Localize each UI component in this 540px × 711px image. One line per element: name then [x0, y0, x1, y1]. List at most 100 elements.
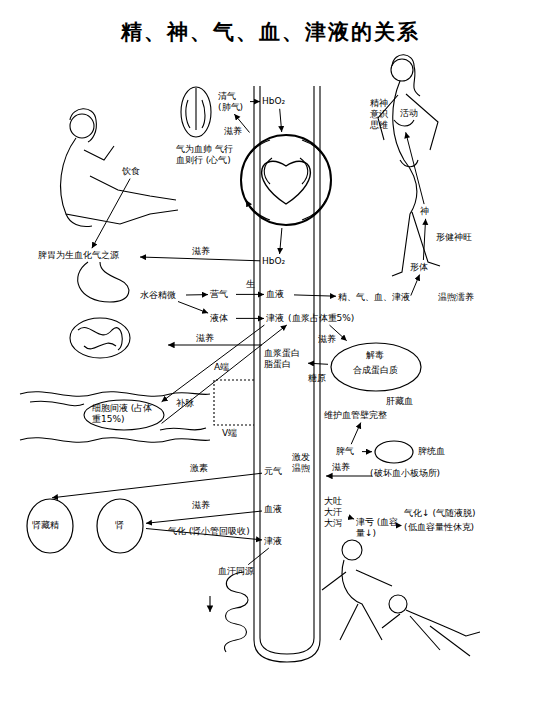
connector-arrow [162, 325, 265, 402]
node-text: 解毒 [366, 350, 384, 361]
node-outline-shape [27, 499, 73, 553]
node-text: 活动 [400, 108, 418, 119]
illustration-stroke [264, 158, 308, 184]
illustration-stroke [382, 610, 480, 656]
connector-arrow [308, 363, 328, 364]
illustration-stroke [168, 344, 262, 345]
node-text: 清气 (肺气) [218, 91, 248, 113]
text-node: 形体 [410, 262, 436, 273]
node-text: 精、气、血、津液 [338, 292, 410, 303]
node-text: 血液 [264, 504, 290, 515]
node-outline-shape [97, 499, 143, 553]
node-text: 神 [420, 206, 432, 217]
ellipse-node: 脾统血(破坏血小板场所) [374, 440, 414, 464]
edge-label: 滋养 [192, 500, 210, 511]
text-node: 血液 [266, 289, 292, 300]
text-node: 大吐 大汗 大泻 [324, 496, 346, 528]
node-text: 饮食 [122, 166, 146, 177]
node-text: 气化↓ (气随液脱) [404, 508, 508, 519]
diagram-title: 精、神、气、血、津液的关系 [0, 18, 540, 46]
illustration-stroke [78, 262, 129, 302]
connector-arrow [362, 451, 372, 452]
free-label: 补脉 [176, 398, 194, 409]
text-node: 血浆蛋白 脂蛋白 [264, 348, 306, 370]
node-text: HbO₂ [262, 96, 296, 107]
text-node: 血液 [264, 504, 290, 515]
connector-arrow [406, 132, 424, 204]
connector-arrow [52, 473, 262, 498]
edge-label: V端 [222, 428, 237, 439]
node-outline [374, 440, 414, 464]
text-node: 脾胃为生血化气之源 [38, 250, 138, 261]
illustration-stroke [84, 146, 176, 200]
connector-arrow [280, 228, 282, 254]
node-text: 血汗同源 [218, 566, 262, 577]
illustration-stroke [209, 596, 210, 612]
node-text: 维护血管壁完整 [324, 410, 404, 421]
node-text: 肾 [115, 520, 124, 531]
connector-arrow [236, 318, 264, 319]
node-outline-shape [241, 135, 331, 225]
illustration-stroke [214, 380, 254, 425]
node-text: 精神 意识 思维 [370, 98, 392, 130]
edge-label: 气化 (肾小管回吸收) [168, 526, 252, 537]
connector-arrow [186, 294, 208, 295]
node-text: 脾气 [336, 446, 360, 457]
text-node: 饮食 [122, 166, 146, 177]
node-text: HbO₂ [262, 256, 296, 267]
connector-arrow [236, 294, 264, 295]
free-label: 滋养 [332, 462, 350, 473]
text-node: HbO₂ [262, 256, 296, 267]
edge-label: 生 [246, 279, 255, 290]
connector-arrow [423, 219, 425, 260]
edge-label: 温煦濡养 [438, 292, 474, 303]
node-text: 津液 [266, 313, 284, 323]
illustration-stroke [246, 140, 326, 220]
node-text: 细胞间液 (占体重15%) [92, 403, 160, 425]
illustration-stroke [392, 81, 440, 276]
illustration-stroke [322, 560, 392, 640]
edge-label: 激素 [190, 463, 208, 474]
connector-arrow [92, 179, 130, 249]
illustration-stroke [84, 400, 164, 430]
text-node: 元气 [264, 466, 290, 477]
text-node: 液体 [210, 313, 234, 324]
ellipse-node: 肾 [96, 498, 144, 554]
text-node: 血汗同源 [218, 566, 262, 577]
edge-label: 滋养 [224, 126, 242, 137]
ellipse-node: 解毒合成蛋白质肝藏血 [330, 342, 422, 392]
node-text: (血浆占体重5%) [288, 313, 354, 323]
edge-label: 形健神旺 [436, 232, 476, 243]
illustration-stroke [70, 114, 94, 138]
illustration-stroke [260, 86, 314, 654]
node-text: 津亏 (血容量↓) [356, 517, 400, 539]
connector-arrow [411, 275, 420, 296]
connector-arrow [178, 302, 208, 314]
node-text: 大吐 大汗 大泻 [324, 496, 346, 528]
node-text: 脾胃为生血化气之源 [38, 250, 138, 261]
connector-arrow [140, 257, 260, 261]
connector-arrow [294, 295, 336, 296]
node-text: 血浆蛋白 脂蛋白 [264, 348, 306, 370]
text-node: 津液 [264, 536, 290, 547]
node-text: 脾统血 [418, 446, 445, 457]
text-node: 精神 意识 思维活动 [370, 98, 432, 130]
text-node: 营气 [210, 289, 234, 300]
node-outline [240, 134, 332, 226]
ellipse-node: 肾藏精 [26, 498, 74, 554]
node-text: 血液 [266, 289, 292, 300]
edge-label: 滋养 [318, 334, 336, 345]
illustration-stroke [66, 214, 92, 227]
node-text: 水谷精微 [140, 290, 184, 301]
node-text: (低血容量性休克) [404, 522, 508, 533]
text-node: 脾气 [336, 446, 360, 457]
connector-arrow [250, 101, 260, 102]
illustration-stroke [70, 318, 130, 358]
text-node: 津亏 (血容量↓) [356, 517, 400, 539]
illustration-stroke [186, 88, 205, 130]
text-node: 维护血管壁完整 [324, 410, 404, 421]
text-node: 神 [420, 206, 432, 217]
illustration-stroke [394, 120, 418, 167]
illustration-stroke [391, 59, 413, 81]
